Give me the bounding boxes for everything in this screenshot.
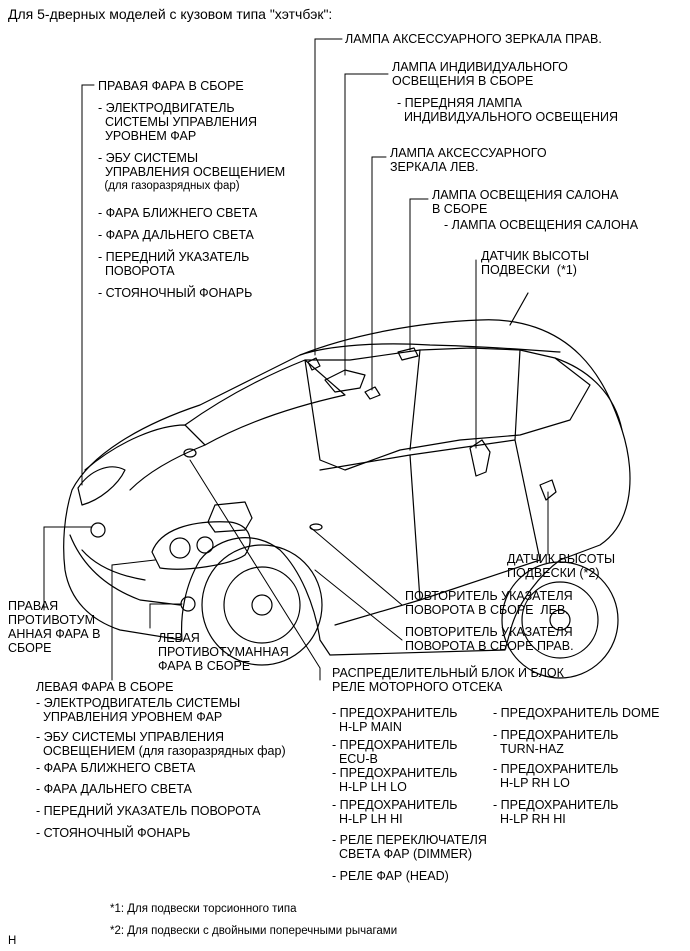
- rear-door: [409, 439, 541, 601]
- label-room-light-sub: - ЛАМПА ОСВЕЩЕНИЯ САЛОНА: [444, 218, 639, 232]
- label-height-sensor-1: ДАТЧИК ВЫСОТЫ ПОДВЕСКИ (*1): [481, 249, 590, 277]
- label-height-sensor-2: ДАТЧИК ВЫСОТЫ ПОДВЕСКИ (*2): [507, 552, 616, 580]
- headlamp-lh-item-high-beam: - ФАРА ДАЛЬНЕГО СВЕТА: [36, 782, 192, 796]
- personal-light-shape: [324, 369, 366, 393]
- headlamp-rh-item-ecu-note: (для газоразрядных фар): [98, 180, 240, 192]
- relay-block-fuse-hlp-rh-hi: - ПРЕДОХРАНИТЕЛЬ H-LP RH HI: [493, 798, 619, 826]
- headlamp-rh-item-low-beam: - ФАРА БЛИЖНЕГО СВЕТА: [98, 206, 258, 220]
- label-fog-rh: ПРАВАЯ ПРОТИВОТУМ АННАЯ ФАРА В СБОРЕ: [8, 599, 101, 655]
- label-mirror-lamp-lh: ЛАМПА АКСЕССУАРНОГО ЗЕРКАЛА ЛЕВ.: [390, 146, 547, 174]
- leader-fog-lh: [149, 603, 183, 629]
- rear-wheel-tyre: [501, 561, 619, 679]
- front-bumper: [69, 534, 181, 606]
- b-pillar: [409, 349, 421, 451]
- headlamp-rh-item-parking: - СТОЯНОЧНЫЙ ФОНАРЬ: [98, 286, 253, 300]
- fog-rh-shape: [90, 522, 106, 538]
- label-side-turn-rh: ПОВТОРИТЕЛЬ УКАЗАТЕЛЯ ПОВОРОТА В СБОРЕ П…: [405, 625, 574, 653]
- headlamp-rh-item-motor: - ЭЛЕКТРОДВИГАТЕЛЬ СИСТЕМЫ УПРАВЛЕНИЯ УР…: [98, 101, 258, 143]
- leader-personal-light: [344, 73, 389, 376]
- relay-block-fuse-hlp-lh-hi: - ПРЕДОХРАНИТЕЛЬ H-LP LH HI: [332, 798, 458, 826]
- headlamp-lh-item-ecu: - ЭБУ СИСТЕМЫ УПРАВЛЕНИЯ ОСВЕЩЕНИЕМ (для…: [36, 730, 286, 758]
- label-mirror-lamp-rh: ЛАМПА АКСЕССУАРНОГО ЗЕРКАЛА ПРАВ.: [345, 32, 602, 46]
- grille: [81, 549, 146, 581]
- room-light-shape: [397, 347, 419, 361]
- front-wheel-tyre: [201, 544, 323, 666]
- label-personal-light-sub: - ПЕРЕДНЯЯ ЛАМПА ИНДИВИДУАЛЬНОГО ОСВЕЩЕН…: [397, 96, 618, 124]
- label-relay-block: РАСПРЕДЕЛИТЕЛЬНЫЙ БЛОК И БЛОК РЕЛЕ МОТОР…: [332, 666, 564, 694]
- headlamp-lh-lens-1: [169, 537, 191, 559]
- relay-block-fuse-ecu-b: - ПРЕДОХРАНИТЕЛЬ ECU-B: [332, 738, 458, 766]
- antenna: [509, 292, 529, 326]
- relay-block-fuse-dome: - ПРЕДОХРАНИТЕЛЬ DOME: [493, 706, 660, 720]
- front-wheel-hub: [251, 594, 273, 616]
- headlamp-rh-shape: [77, 466, 126, 506]
- height-sensor-1-shape: [469, 439, 491, 477]
- headlamp-lh-item-turn: - ПЕРЕДНИЙ УКАЗАТЕЛЬ ПОВОРОТА: [36, 804, 261, 818]
- height-sensor-2-shape: [539, 479, 557, 501]
- relay-block-fuse-hlp-rh-lo: - ПРЕДОХРАНИТЕЛЬ H-LP RH LO: [493, 762, 619, 790]
- relay-block-shape: [183, 448, 197, 458]
- label-side-turn-lh: ПОВТОРИТЕЛЬ УКАЗАТЕЛЯ ПОВОРОТА В СБОРЕ Л…: [405, 589, 573, 617]
- roof-line: [299, 343, 561, 356]
- label-room-light: ЛАМПА ОСВЕЩЕНИЯ САЛОНА В СБОРЕ: [432, 188, 619, 216]
- label-headlamp-lh: ЛЕВАЯ ФАРА В СБОРЕ: [36, 680, 174, 694]
- rear-wheel-hub: [549, 609, 571, 631]
- relay-block-relay-head: - РЕЛЕ ФАР (HEAD): [332, 869, 449, 883]
- rear-quarter: [554, 357, 623, 431]
- c-pillar: [514, 349, 521, 441]
- leader-headlamp-rh: [81, 84, 95, 486]
- front-wheel-rim: [223, 566, 301, 644]
- corner-mark: H: [8, 935, 17, 947]
- label-headlamp-rh: ПРАВАЯ ФАРА В СБОРЕ: [98, 79, 244, 93]
- relay-block-fuse-hlp-main: - ПРЕДОХРАНИТЕЛЬ H-LP MAIN: [332, 706, 458, 734]
- label-fog-lh: ЛЕВАЯ ПРОТИВОТУМАННАЯ ФАРА В СБОРЕ: [158, 631, 289, 673]
- fog-lh-shape: [180, 596, 196, 612]
- leader-headlamp-lh: [111, 559, 156, 681]
- leader-fog-rh: [43, 526, 93, 611]
- headlamp-lh-item-motor: - ЭЛЕКТРОДВИГАТЕЛЬ СИСТЕМЫ УПРАВЛЕНИЯ УР…: [36, 696, 241, 724]
- relay-block-fuse-hlp-lh-lo: - ПРЕДОХРАНИТЕЛЬ H-LP LH LO: [332, 766, 458, 794]
- headlamp-rh-item-ecu: - ЭБУ СИСТЕМЫ УПРАВЛЕНИЯ ОСВЕЩЕНИЕМ: [98, 151, 286, 179]
- rear-wheel-rim: [521, 581, 599, 659]
- leader-side-turn-lh: [309, 526, 403, 606]
- label-personal-light: ЛАМПА ИНДИВИДУАЛЬНОГО ОСВЕЩЕНИЯ В СБОРЕ: [392, 60, 568, 88]
- headlamp-rh-item-turn: - ПЕРЕДНИЙ УКАЗАТЕЛЬ ПОВОРОТА: [98, 250, 250, 278]
- leader-relay-block: [189, 459, 321, 681]
- leader-side-turn-rh: [314, 569, 403, 641]
- side-windows: [304, 347, 591, 471]
- mirror-lamp-rh-shape: [307, 357, 321, 371]
- headlamp-lh-shape: [151, 521, 251, 570]
- front-door: [319, 454, 421, 626]
- leader-mirror-lamp-rh: [314, 38, 343, 356]
- headlamp-rh-item-high-beam: - ФАРА ДАЛЬНЕГО СВЕТА: [98, 228, 254, 242]
- leader-room-light: [409, 198, 429, 351]
- footnote-2: *2: Для подвески с двойными поперечными …: [110, 925, 398, 937]
- hood: [84, 424, 206, 491]
- footnote-1: *1: Для подвески торсионного типа: [110, 903, 297, 915]
- headlamp-lh-item-parking: - СТОЯНОЧНЫЙ ФОНАРЬ: [36, 826, 191, 840]
- relay-block-relay-dimmer: - РЕЛЕ ПЕРЕКЛЮЧАТЕЛЯ СВЕТА ФАР (DIMMER): [332, 833, 487, 861]
- windshield: [184, 359, 346, 446]
- leader-mirror-lamp-lh: [371, 156, 387, 391]
- headlamp-lh-item-low-beam: - ФАРА БЛИЖНЕГО СВЕТА: [36, 761, 196, 775]
- relay-block-fuse-turn-haz: - ПРЕДОХРАНИТЕЛЬ TURN-HAZ: [493, 728, 619, 756]
- headlamp-lh-lens-2: [196, 536, 214, 554]
- page-title: Для 5-дверных моделей с кузовом типа "хэ…: [8, 6, 333, 22]
- hid-ecu-box: [207, 501, 253, 533]
